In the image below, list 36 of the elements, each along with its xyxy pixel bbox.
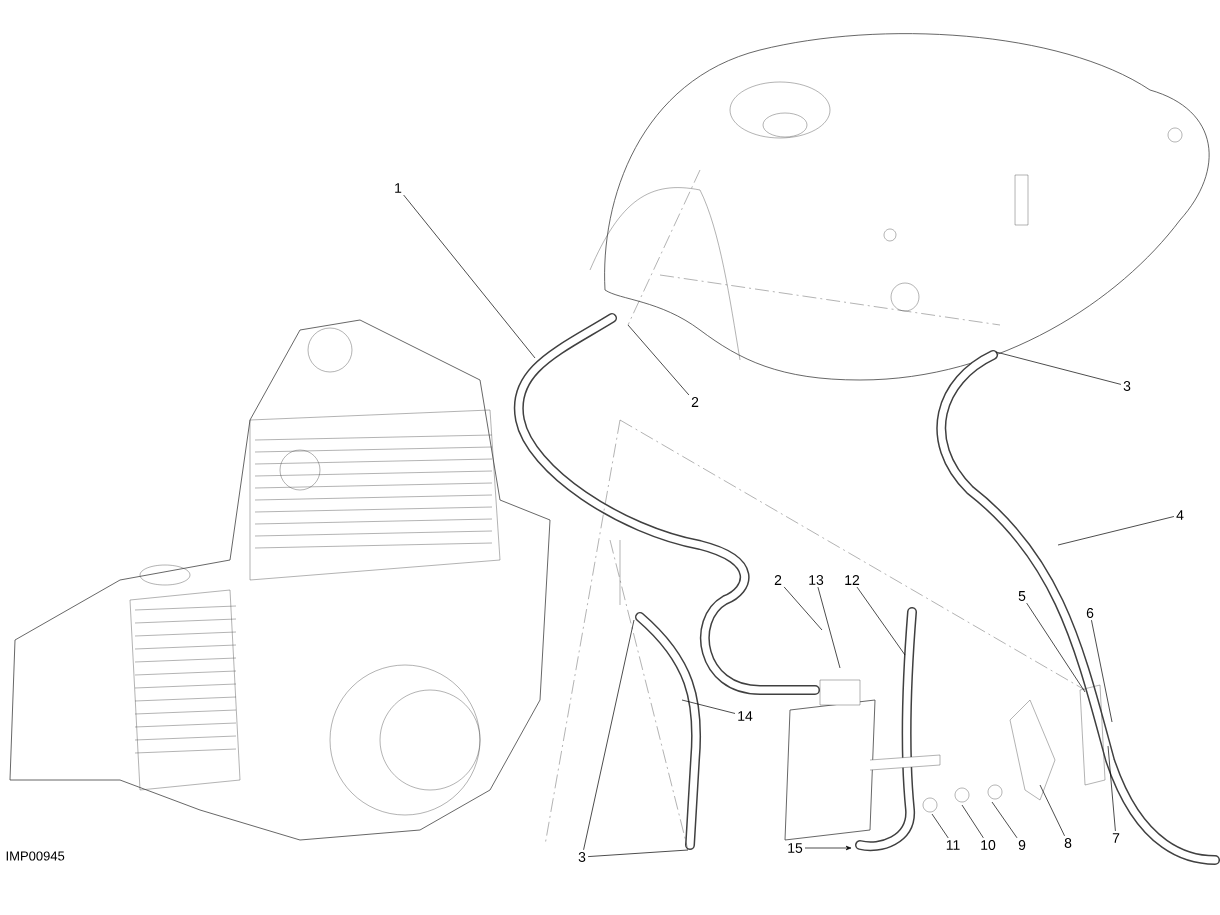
leader-line bbox=[1057, 516, 1175, 546]
leader-line bbox=[961, 804, 984, 839]
leader-line bbox=[403, 194, 536, 359]
callout-number: 2 bbox=[691, 397, 699, 407]
callout-number: 12 bbox=[845, 575, 860, 585]
callout-number: 15 bbox=[788, 843, 803, 853]
callout-number: 1 bbox=[395, 183, 402, 193]
leader-line bbox=[931, 813, 949, 839]
drawing-number: IMP00945 bbox=[6, 851, 65, 861]
leader-line bbox=[1039, 784, 1065, 837]
callout-number: 6 bbox=[1086, 608, 1094, 618]
callout-number: 5 bbox=[1018, 591, 1026, 601]
leader-arrow bbox=[804, 845, 852, 851]
callout-number: 3 bbox=[578, 852, 586, 862]
callout-number: 8 bbox=[1064, 838, 1072, 848]
callout-number: 7 bbox=[1112, 833, 1120, 843]
callout-number: 3 bbox=[1123, 381, 1131, 391]
leader-line bbox=[1107, 745, 1116, 832]
leader-line bbox=[995, 351, 1122, 385]
leader-line bbox=[856, 586, 906, 656]
leader-line bbox=[991, 801, 1018, 839]
callout-number: 2 bbox=[774, 575, 782, 585]
callout-number: 10 bbox=[981, 840, 996, 850]
callout-number: 4 bbox=[1176, 510, 1184, 520]
leader-line bbox=[587, 849, 689, 857]
leader-line bbox=[817, 586, 841, 669]
callout-number: 14 bbox=[738, 711, 753, 721]
leader-line bbox=[1091, 619, 1113, 723]
callout-number: 9 bbox=[1018, 840, 1026, 850]
leader-line bbox=[1026, 602, 1086, 693]
callout-number: 11 bbox=[946, 840, 960, 850]
leader-line bbox=[627, 324, 690, 396]
leader-line bbox=[583, 619, 635, 851]
leader-line bbox=[783, 586, 823, 631]
leader-line bbox=[681, 699, 736, 714]
callout-number: 13 bbox=[809, 575, 824, 585]
